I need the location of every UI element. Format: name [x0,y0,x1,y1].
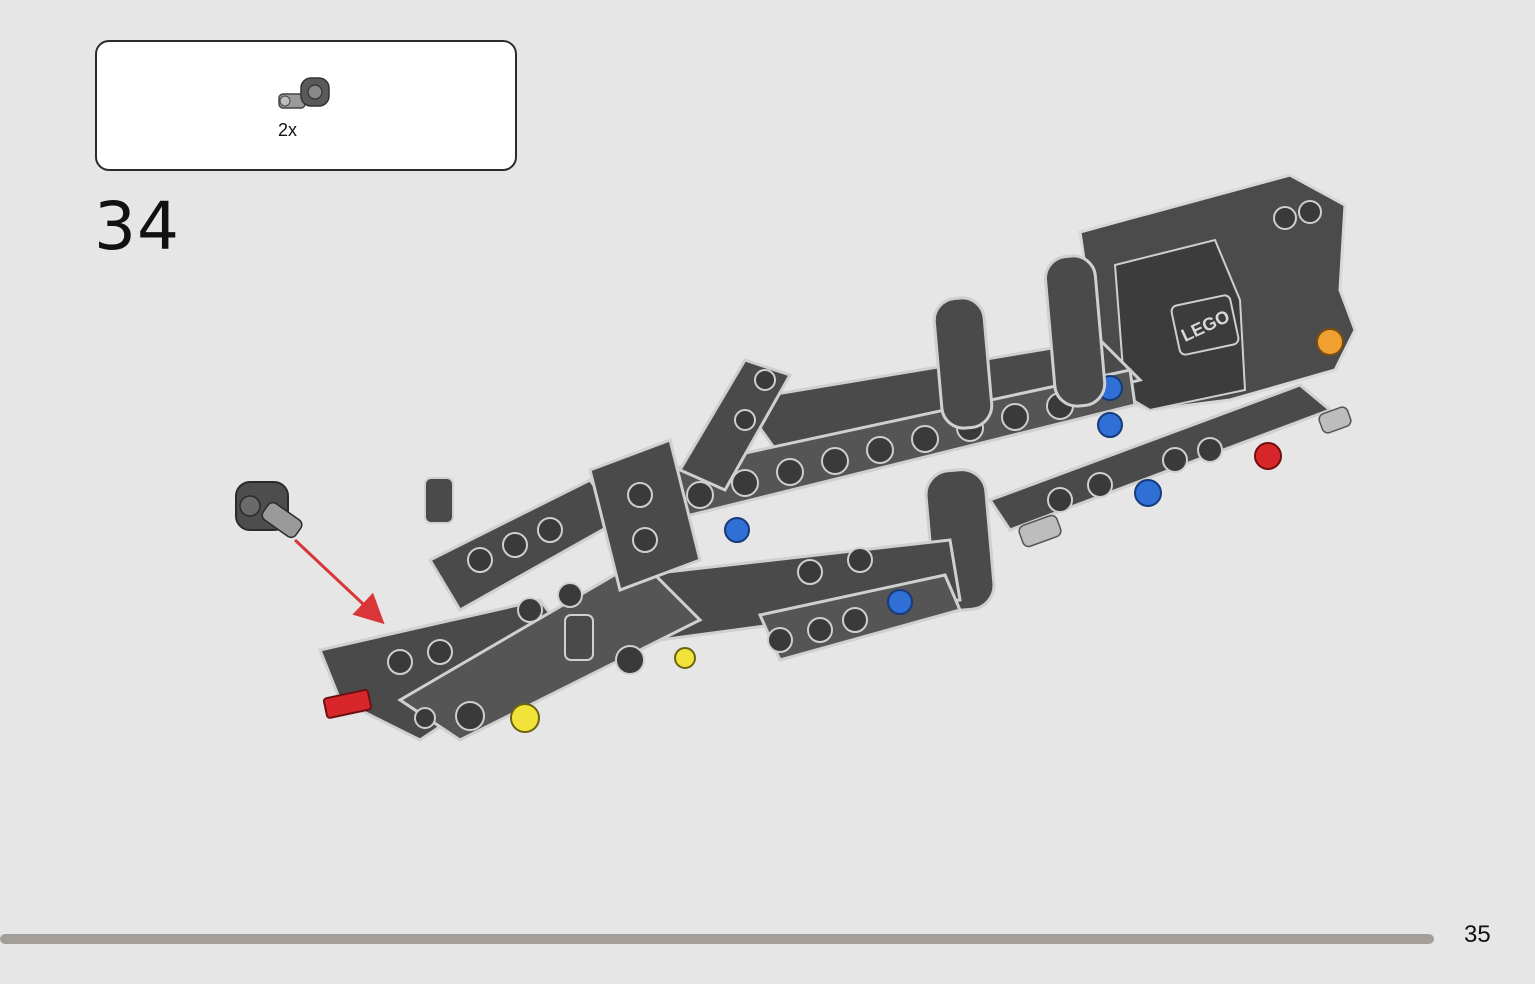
yellow-axle-icon [674,647,696,669]
red-pin-icon [1254,442,1282,470]
part-body [278,77,330,109]
step-number: 34 [94,188,180,265]
right-side-beam [987,383,1352,548]
axle-pin-connector-icon [278,77,330,109]
part-quantity: 2x [278,120,298,140]
progress-bar [0,934,1434,944]
blue-pin-icon [724,517,750,543]
orange-axle-icon [1316,328,1344,356]
yellow-axle-icon [510,703,540,733]
diagonal-beam [677,358,793,492]
blue-pin-icon [1134,479,1162,507]
parts-callout-box: 2x [95,40,517,171]
blue-pin-icon [887,589,913,615]
red-axle-icon [322,688,373,719]
blue-pin-icon [1097,412,1123,438]
model-illustration: LEGO [235,173,1357,742]
middle-lower-beam [638,517,963,662]
page-number: 35 [1464,921,1491,948]
progress-fill [0,934,1434,944]
new-part-connector [235,481,303,539]
placement-arrow [293,538,385,625]
axle-towers [424,477,594,661]
front-assembly [317,438,703,742]
motor-housing: LEGO [1078,173,1357,412]
vertical-uprights [924,254,1107,612]
